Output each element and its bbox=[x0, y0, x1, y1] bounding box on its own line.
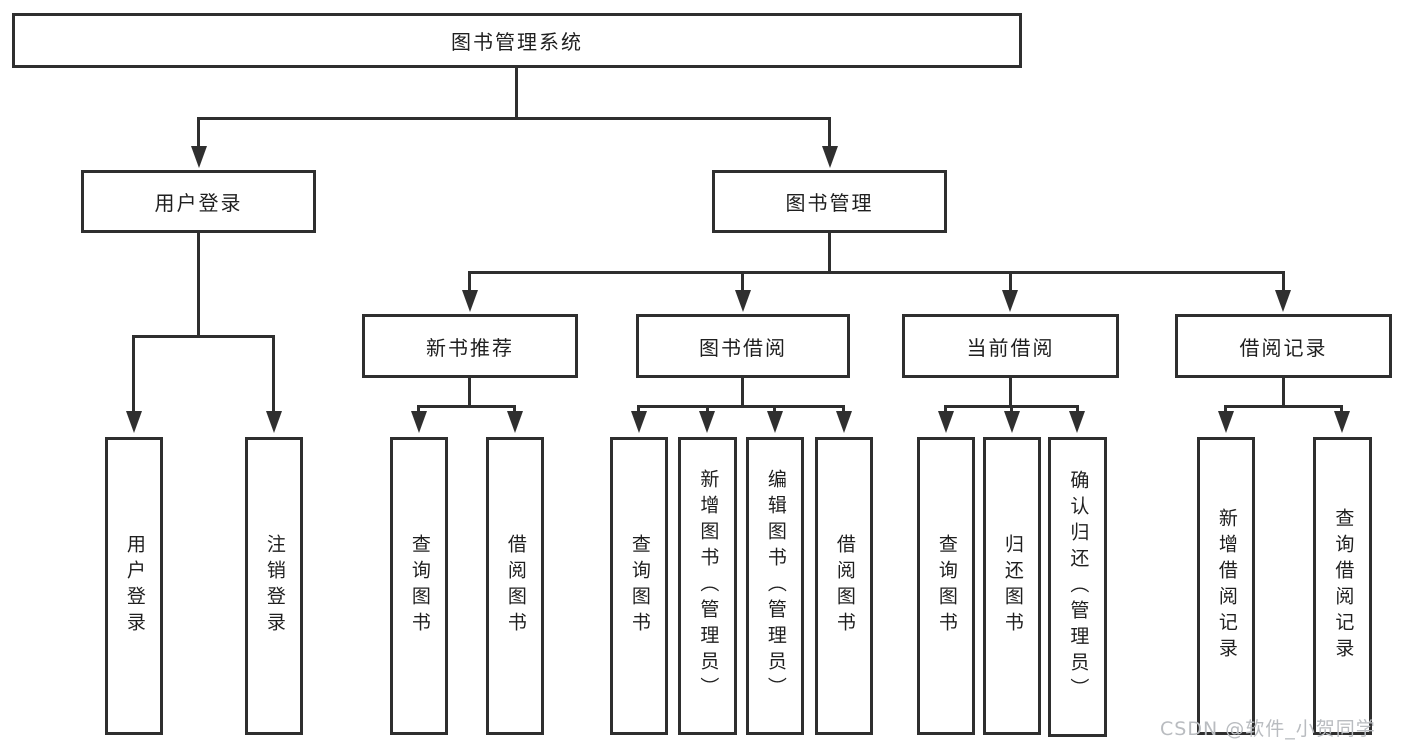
arrow-down-icon bbox=[1004, 411, 1020, 433]
connector-borrowing-branch bbox=[637, 405, 845, 408]
connector-stem bbox=[741, 272, 744, 292]
connector-stem bbox=[417, 406, 420, 414]
leaf-label: 新增图书（管理员） bbox=[697, 469, 720, 703]
leaf-user-login: 用户登录 bbox=[105, 437, 163, 735]
connector-stem bbox=[1010, 406, 1013, 414]
leaf-label: 查询图书 bbox=[935, 534, 958, 638]
connector-newbook-trunk bbox=[468, 376, 471, 408]
connector-stem bbox=[637, 406, 640, 414]
leaf-confirm-return-admin: 确认归还（管理员） bbox=[1048, 437, 1107, 737]
connector-records-trunk bbox=[1282, 376, 1285, 408]
arrow-down-icon bbox=[631, 411, 647, 433]
leaf-label: 用户登录 bbox=[123, 534, 146, 638]
arrow-down-icon bbox=[767, 411, 783, 433]
node-borrowing-records: 借阅记录 bbox=[1175, 314, 1392, 378]
arrow-down-icon bbox=[1069, 411, 1085, 433]
connector-stem bbox=[513, 406, 516, 414]
arrow-down-icon bbox=[266, 411, 282, 433]
csdn-watermark: CSDN @软件_小贺同学 bbox=[1160, 718, 1376, 740]
leaf-borrow-books-borrowing: 借阅图书 bbox=[815, 437, 873, 735]
connector-stem bbox=[468, 272, 471, 292]
arrow-down-icon bbox=[836, 411, 852, 433]
connector-stem bbox=[773, 406, 776, 414]
arrow-down-icon bbox=[507, 411, 523, 433]
arrow-down-icon bbox=[191, 146, 207, 168]
connector-stem bbox=[842, 406, 845, 414]
connector-stem bbox=[944, 406, 947, 414]
arrow-down-icon bbox=[822, 146, 838, 168]
leaf-add-book-admin: 新增图书（管理员） bbox=[678, 437, 737, 735]
node-current-borrowing: 当前借阅 bbox=[902, 314, 1119, 378]
connector-stem bbox=[828, 118, 831, 148]
connector-userlogin-branch bbox=[132, 335, 275, 338]
connector-stem bbox=[1282, 272, 1285, 292]
leaf-label: 借阅图书 bbox=[833, 534, 856, 638]
connector-userlogin-trunk bbox=[197, 231, 200, 338]
node-user-login: 用户登录 bbox=[81, 170, 316, 233]
arrow-down-icon bbox=[735, 290, 751, 312]
arrow-down-icon bbox=[1218, 411, 1234, 433]
connector-newbook-branch bbox=[417, 405, 516, 408]
connector-root-trunk bbox=[515, 68, 518, 120]
leaf-add-borrow-record: 新增借阅记录 bbox=[1197, 437, 1255, 735]
connector-stem bbox=[132, 336, 135, 413]
connector-stem bbox=[1009, 272, 1012, 292]
connector-stem bbox=[706, 406, 709, 414]
arrow-down-icon bbox=[1275, 290, 1291, 312]
arrow-down-icon bbox=[699, 411, 715, 433]
node-book-management: 图书管理 bbox=[712, 170, 947, 233]
leaf-label: 查询图书 bbox=[408, 534, 431, 638]
leaf-query-books-borrowing: 查询图书 bbox=[610, 437, 668, 735]
leaf-label: 归还图书 bbox=[1001, 534, 1024, 638]
leaf-label: 编辑图书（管理员） bbox=[764, 469, 787, 703]
leaf-label: 注销登录 bbox=[263, 534, 286, 638]
connector-borrowing-trunk bbox=[741, 376, 744, 408]
leaf-query-borrow-record: 查询借阅记录 bbox=[1313, 437, 1372, 735]
arrow-down-icon bbox=[1002, 290, 1018, 312]
connector-bookmgmt-trunk bbox=[828, 231, 831, 274]
leaf-query-books-recommend: 查询图书 bbox=[390, 437, 448, 735]
leaf-label: 查询借阅记录 bbox=[1332, 508, 1355, 664]
leaf-return-books: 归还图书 bbox=[983, 437, 1041, 735]
arrow-down-icon bbox=[1334, 411, 1350, 433]
connector-stem bbox=[1076, 406, 1079, 414]
node-new-book-recommendation: 新书推荐 bbox=[362, 314, 578, 378]
leaf-label: 查询图书 bbox=[628, 534, 651, 638]
node-book-borrowing: 图书借阅 bbox=[636, 314, 850, 378]
arrow-down-icon bbox=[938, 411, 954, 433]
arrow-down-icon bbox=[126, 411, 142, 433]
leaf-borrow-books-recommend: 借阅图书 bbox=[486, 437, 544, 735]
arrow-down-icon bbox=[411, 411, 427, 433]
leaf-label: 新增借阅记录 bbox=[1215, 508, 1238, 664]
leaf-logout: 注销登录 bbox=[245, 437, 303, 735]
connector-stem bbox=[1340, 406, 1343, 414]
connector-stem bbox=[272, 336, 275, 413]
connector-stem bbox=[1224, 406, 1227, 414]
connector-current-trunk bbox=[1009, 376, 1012, 408]
leaf-query-books-current: 查询图书 bbox=[917, 437, 975, 735]
connector-level3-branch bbox=[468, 271, 1285, 274]
arrow-down-icon bbox=[462, 290, 478, 312]
connector-stem bbox=[197, 118, 200, 148]
leaf-edit-book-admin: 编辑图书（管理员） bbox=[746, 437, 804, 735]
connector-records-branch bbox=[1224, 405, 1343, 408]
node-library-management-system: 图书管理系统 bbox=[12, 13, 1022, 68]
leaf-label: 确认归还（管理员） bbox=[1067, 470, 1090, 704]
leaf-label: 借阅图书 bbox=[504, 534, 527, 638]
connector-level2-branch bbox=[197, 117, 831, 120]
